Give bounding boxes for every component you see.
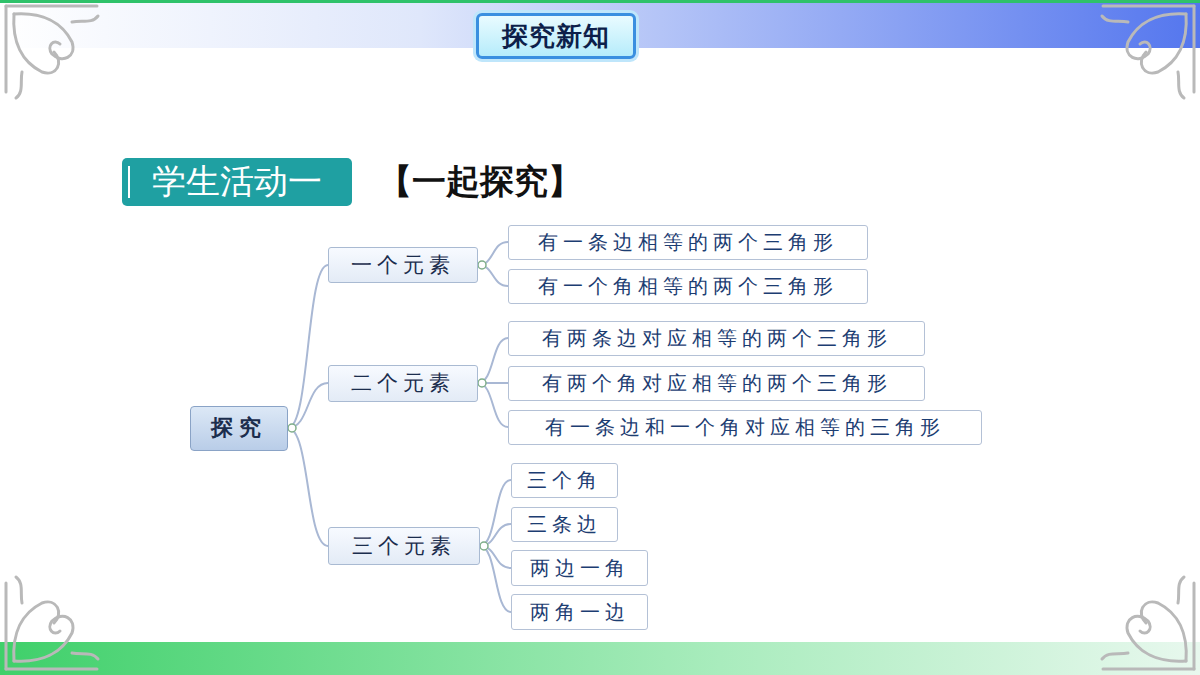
node-text: 学生活动一 (152, 159, 322, 205)
collapse-dot (478, 261, 486, 269)
branch-box: 三个元素 (328, 527, 480, 565)
collapse-dot (480, 542, 488, 550)
leaf-box: 有两个角对应相等的两个三角形 (508, 366, 925, 401)
node-text: 探究新知 (502, 19, 610, 54)
activity-tag: 学生活动一 (122, 158, 352, 206)
section-badge: 探究新知 (476, 13, 636, 59)
leaf-box: 三条边 (511, 507, 618, 542)
node-text: 三个元素 (352, 532, 456, 560)
branch-connector (288, 265, 328, 428)
branch-box: 二个元素 (328, 365, 478, 402)
node-text: 两边一角 (530, 555, 630, 582)
branch-connector (288, 383, 328, 428)
leaf-box: 有一条边相等的两个三角形 (508, 225, 868, 260)
node-text: 有一条边和一个角对应相等的三角形 (545, 414, 945, 441)
branch-connector (478, 383, 508, 427)
node-text: 一个元素 (351, 251, 455, 279)
node-text: 有两个角对应相等的两个三角形 (542, 370, 892, 397)
branch-connector (480, 480, 511, 546)
node-text: 有一条边相等的两个三角形 (538, 229, 838, 256)
leaf-box: 有两条边对应相等的两个三角形 (508, 321, 925, 356)
leaf-box: 两边一角 (511, 550, 648, 586)
leaf-box: 两角一边 (511, 594, 648, 630)
collapse-dot (478, 379, 486, 387)
leaf-box: 三个角 (511, 463, 618, 498)
activity-title: 【一起探究】 (378, 158, 582, 206)
branch-box: 一个元素 (328, 247, 478, 283)
branch-connector (480, 546, 511, 612)
node-text: 三个角 (527, 467, 602, 494)
leaf-box: 有一条边和一个角对应相等的三角形 (508, 410, 982, 445)
root-box: 探究 (190, 406, 288, 451)
collapse-dot (288, 424, 296, 432)
leaf-box: 有一个角相等的两个三角形 (508, 269, 868, 304)
node-text: 有一个角相等的两个三角形 (538, 273, 838, 300)
node-text: 二个元素 (351, 369, 455, 397)
node-text: 两角一边 (530, 599, 630, 626)
node-text: 三条边 (527, 511, 602, 538)
node-text: 有两条边对应相等的两个三角形 (542, 325, 892, 352)
branch-connector (478, 338, 508, 383)
node-text: 探究 (211, 413, 267, 443)
branch-connector (288, 428, 328, 546)
